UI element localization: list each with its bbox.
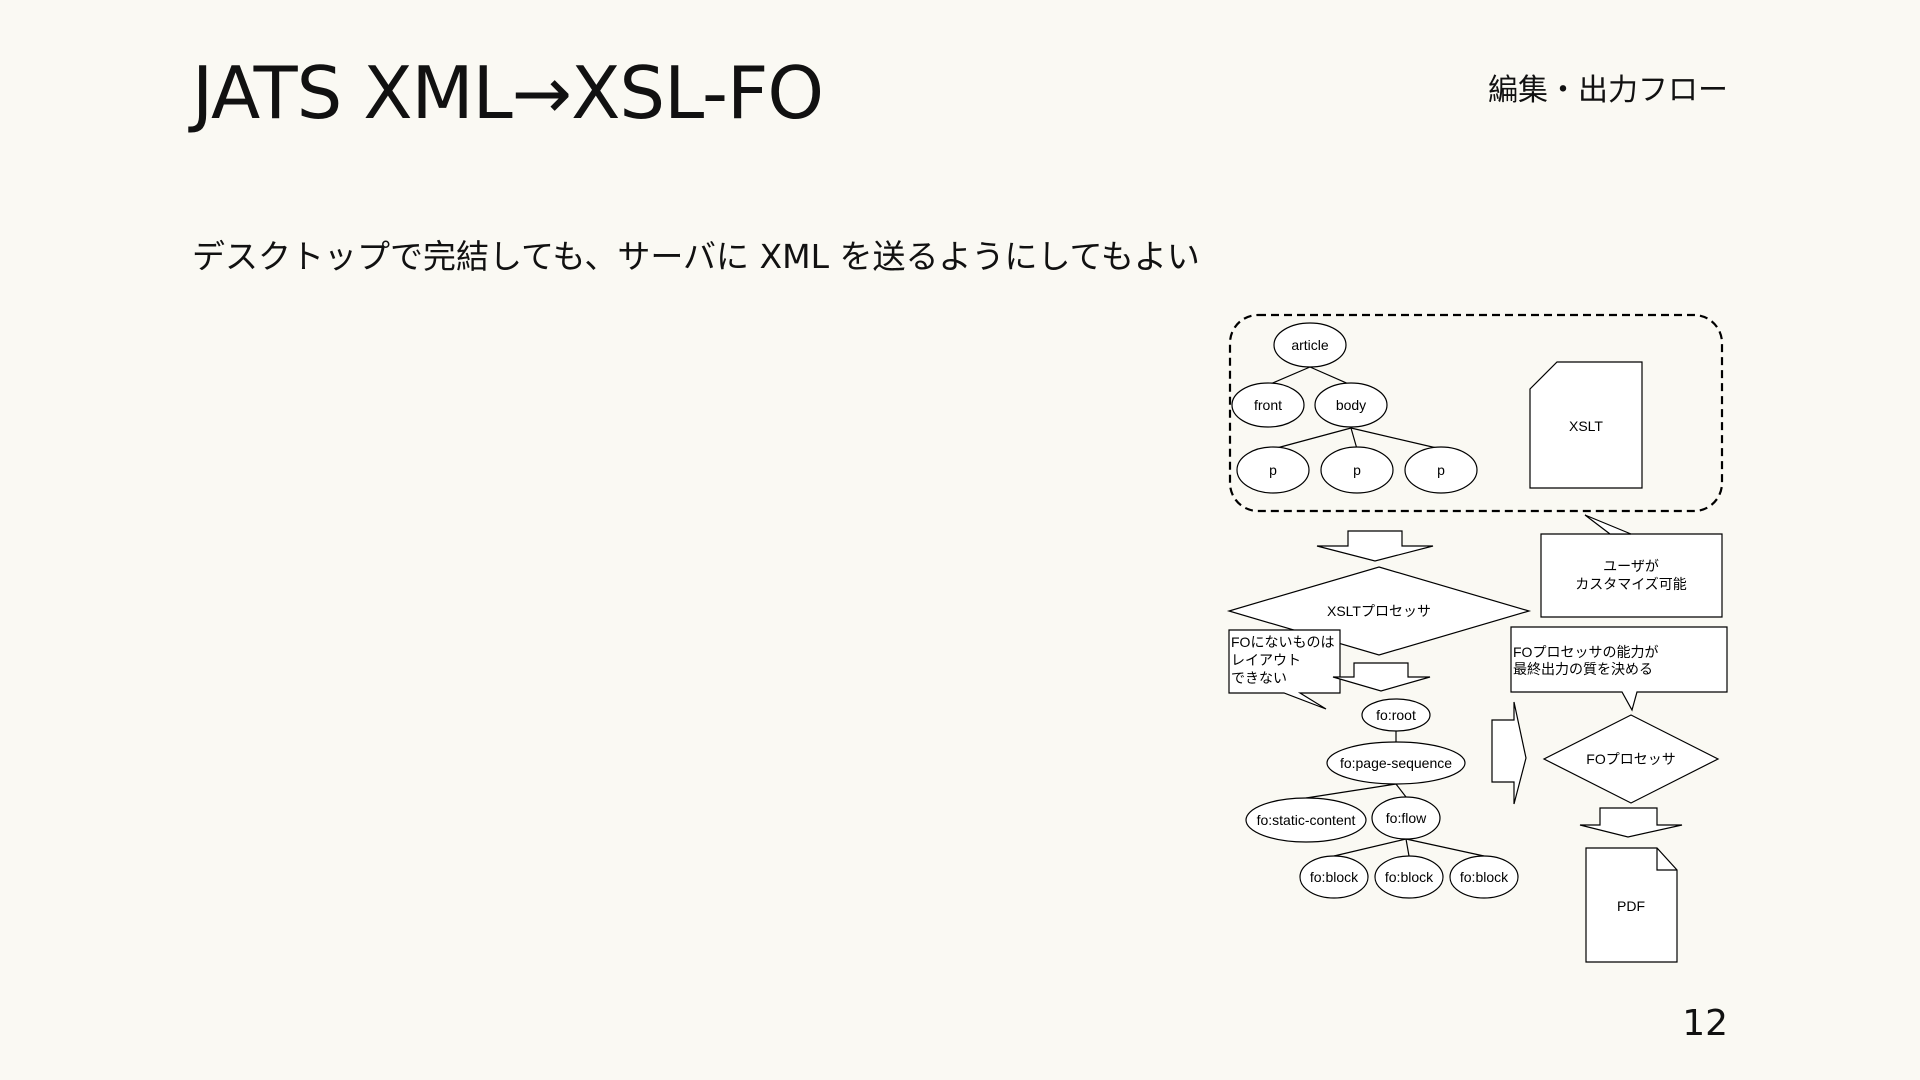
node-p-2 xyxy=(1320,446,1394,494)
arrow-to-fo-processor xyxy=(1491,701,1527,805)
fo-processor-note-line-1: FOプロセッサの能力が xyxy=(1513,644,1658,660)
node-article xyxy=(1273,322,1347,368)
node-fo-block-2-label: fo:block xyxy=(1385,869,1434,885)
node-fo-page-sequence xyxy=(1326,741,1466,785)
node-fo-block-3-label: fo:block xyxy=(1460,869,1509,885)
node-p-1 xyxy=(1236,446,1310,494)
fo-processor-diamond xyxy=(1542,714,1720,804)
fo-limit-line-2: レイアウト xyxy=(1231,652,1301,668)
user-note-line-2: カスタマイズ可能 xyxy=(1575,576,1687,592)
node-body xyxy=(1314,382,1388,428)
fo-limit-callout xyxy=(1228,629,1341,710)
node-fo-flow xyxy=(1371,796,1441,840)
node-fo-root-label: fo:root xyxy=(1376,707,1416,723)
node-fo-flow-label: fo:flow xyxy=(1386,810,1427,826)
node-p-2-label: p xyxy=(1353,462,1361,478)
fo-tree-edges xyxy=(1305,731,1485,857)
arrow-to-pdf xyxy=(1579,807,1683,838)
node-fo-block-3 xyxy=(1449,855,1519,899)
xml-tree-edges xyxy=(1267,366,1442,450)
node-p-3-label: p xyxy=(1437,462,1445,478)
node-p-1-label: p xyxy=(1269,462,1277,478)
node-front-label: front xyxy=(1254,397,1282,413)
node-article-label: article xyxy=(1291,337,1329,353)
node-fo-static-content xyxy=(1245,797,1367,843)
node-front xyxy=(1231,382,1305,428)
pdf-label: PDF xyxy=(1617,898,1645,914)
user-note-callout xyxy=(1540,533,1723,618)
xslt-processor-label: XSLTプロセッサ xyxy=(1327,603,1431,619)
page-number: 12 xyxy=(1682,1003,1728,1044)
node-body-label: body xyxy=(1336,397,1366,413)
user-note-line-1: ユーザが xyxy=(1603,558,1659,574)
pdf-document xyxy=(1585,847,1678,963)
slide-title: JATS XML→XSL-FO xyxy=(192,51,824,135)
section-label: 編集・出力フロー xyxy=(1488,73,1728,108)
fo-processor-note-callout xyxy=(1510,626,1728,712)
fo-limit-line-1: FOにないものは xyxy=(1231,634,1334,650)
slide-subtitle: デスクトップで完結しても、サーバに XML を送るようにしてもよい xyxy=(192,237,1200,276)
fo-limit-line-3: できない xyxy=(1231,670,1287,686)
node-fo-page-sequence-label: fo:page-sequence xyxy=(1340,755,1452,771)
node-fo-static-content-label: fo:static-content xyxy=(1257,812,1356,828)
node-fo-block-1 xyxy=(1299,855,1369,899)
node-fo-block-1-label: fo:block xyxy=(1310,869,1359,885)
xslt-label: XSLT xyxy=(1569,418,1603,434)
fo-processor-label: FOプロセッサ xyxy=(1586,751,1675,767)
node-fo-root xyxy=(1361,698,1431,732)
arrow-to-fo-tree xyxy=(1332,662,1431,692)
fo-processor-note-line-2: 最終出力の質を決める xyxy=(1513,661,1653,677)
user-note-tail xyxy=(1584,514,1632,535)
node-p-3 xyxy=(1404,446,1478,494)
xml-xslt-group xyxy=(1228,313,1724,513)
node-fo-block-2 xyxy=(1374,855,1444,899)
pdf-document-fold xyxy=(1656,848,1677,871)
arrow-to-xslt-processor xyxy=(1316,530,1434,562)
xslt-document xyxy=(1529,361,1643,489)
